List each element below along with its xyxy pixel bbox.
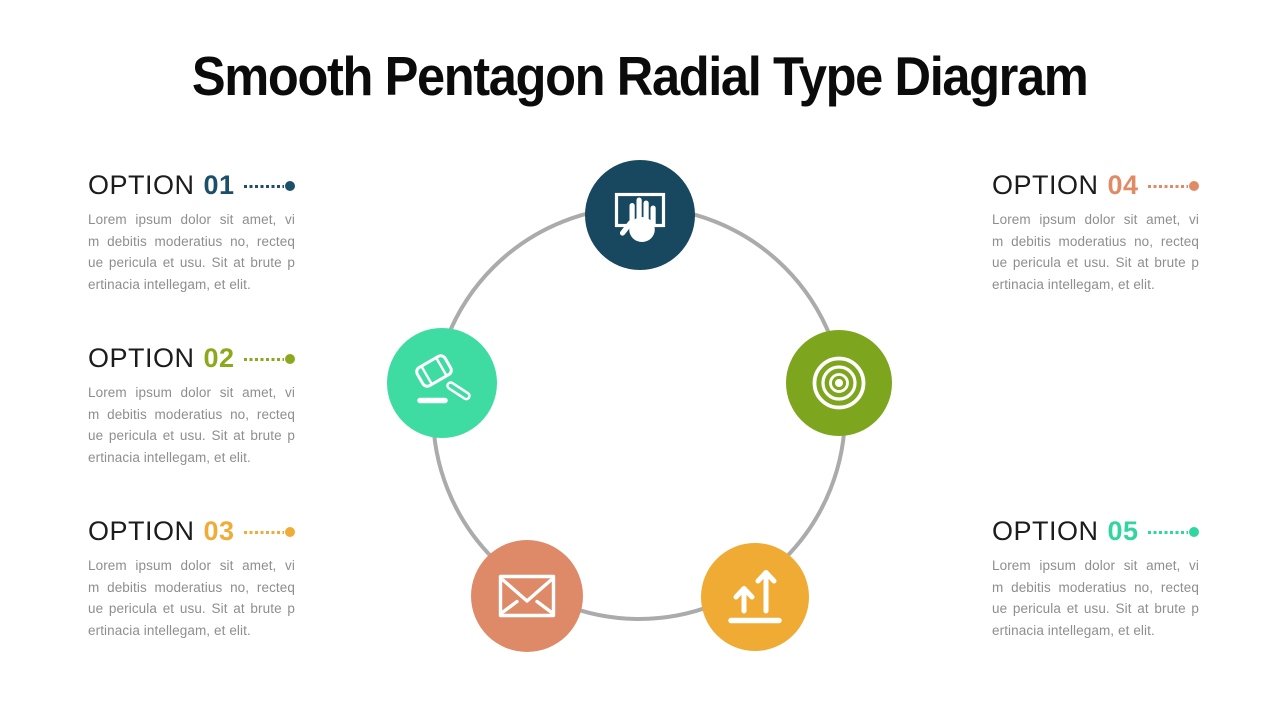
option-description: Lorem ipsum dolor sit amet, vi m debitis… <box>88 555 295 641</box>
body-line: ertinacia intellegam, et elit. <box>992 276 1155 292</box>
target-icon <box>812 356 866 410</box>
option-label: OPTION <box>88 342 195 373</box>
body-line: ertinacia intellegam, et elit. <box>88 449 251 465</box>
dotted-connector <box>243 181 295 191</box>
body-line: m debitis moderatius no, recteq <box>88 406 295 422</box>
option-heading: OPTION 03 <box>88 516 295 546</box>
body-line: Lorem ipsum dolor sit amet, vi <box>88 558 295 573</box>
option-heading: OPTION 05 <box>992 516 1199 546</box>
body-line: ertinacia intellegam, et elit. <box>88 622 251 638</box>
node-bottom-right <box>701 543 809 651</box>
node-circle <box>387 328 497 438</box>
node-right <box>786 330 892 436</box>
page-title-text: Smooth Pentagon Radial Type Diagram <box>192 45 1089 107</box>
connector-dots <box>1147 530 1188 534</box>
node-left <box>387 328 497 438</box>
connector-dots <box>243 357 284 361</box>
node-circle <box>471 540 583 652</box>
option-description: Lorem ipsum dolor sit amet, vi m debitis… <box>992 555 1199 641</box>
connector-dots <box>243 184 284 188</box>
connector-dots <box>1147 184 1188 188</box>
node-circle <box>701 543 809 651</box>
body-line: Lorem ipsum dolor sit amet, vi <box>992 212 1199 227</box>
envelope-icon <box>498 574 556 618</box>
body-line: ue pericula et usu. Sit at brute p <box>88 428 295 443</box>
option-block-02: OPTION 02 Lorem ipsum dolor sit amet, vi… <box>88 343 295 468</box>
option-block-01: OPTION 01 Lorem ipsum dolor sit amet, vi… <box>88 170 295 295</box>
body-line: m debitis moderatius no, recteq <box>992 233 1199 249</box>
option-block-04: OPTION 04 Lorem ipsum dolor sit amet, vi… <box>992 170 1199 295</box>
gavel-icon <box>415 354 471 404</box>
option-number: 05 <box>1107 515 1139 546</box>
pentagon-radial-diagram <box>387 160 892 652</box>
node-top <box>585 160 695 270</box>
option-heading: OPTION 04 <box>992 170 1199 200</box>
dotted-connector <box>243 527 295 537</box>
option-block-05: OPTION 05 Lorem ipsum dolor sit amet, vi… <box>992 516 1199 641</box>
option-label: OPTION <box>88 515 195 546</box>
option-description: Lorem ipsum dolor sit amet, vi m debitis… <box>88 382 295 468</box>
option-description: Lorem ipsum dolor sit amet, vi m debitis… <box>992 209 1199 295</box>
option-label: OPTION <box>992 169 1099 200</box>
connector-end-dot <box>285 527 295 537</box>
body-line: Lorem ipsum dolor sit amet, vi <box>88 385 295 400</box>
dotted-connector <box>1147 527 1199 537</box>
option-number: 04 <box>1107 169 1139 200</box>
body-line: m debitis moderatius no, recteq <box>88 233 295 249</box>
option-number: 03 <box>203 515 235 546</box>
connector-dots <box>243 530 284 534</box>
option-heading: OPTION 01 <box>88 170 295 200</box>
body-line: Lorem ipsum dolor sit amet, vi <box>992 558 1199 573</box>
connector-end-dot <box>285 181 295 191</box>
option-label: OPTION <box>88 169 195 200</box>
body-line: ue pericula et usu. Sit at brute p <box>88 255 295 270</box>
dotted-connector <box>243 354 295 364</box>
dotted-connector <box>1147 181 1199 191</box>
connector-end-dot <box>1189 527 1199 537</box>
option-heading: OPTION 02 <box>88 343 295 373</box>
option-block-03: OPTION 03 Lorem ipsum dolor sit amet, vi… <box>88 516 295 641</box>
hand-stop-board-icon <box>614 192 666 242</box>
body-line: ertinacia intellegam, et elit. <box>88 276 251 292</box>
option-label: OPTION <box>992 515 1099 546</box>
body-line: m debitis moderatius no, recteq <box>992 579 1199 595</box>
body-line: ue pericula et usu. Sit at brute p <box>992 255 1199 270</box>
body-line: ue pericula et usu. Sit at brute p <box>992 601 1199 616</box>
page-title: Smooth Pentagon Radial Type Diagram <box>0 44 1280 108</box>
connector-end-dot <box>1189 181 1199 191</box>
body-line: Lorem ipsum dolor sit amet, vi <box>88 212 295 227</box>
option-description: Lorem ipsum dolor sit amet, vi m debitis… <box>88 209 295 295</box>
option-number: 01 <box>203 169 235 200</box>
option-number: 02 <box>203 342 235 373</box>
node-bottom-left <box>471 540 583 652</box>
body-line: ertinacia intellegam, et elit. <box>992 622 1155 638</box>
connector-end-dot <box>285 354 295 364</box>
body-line: m debitis moderatius no, recteq <box>88 579 295 595</box>
body-line: ue pericula et usu. Sit at brute p <box>88 601 295 616</box>
upload-arrows-icon <box>728 570 782 624</box>
